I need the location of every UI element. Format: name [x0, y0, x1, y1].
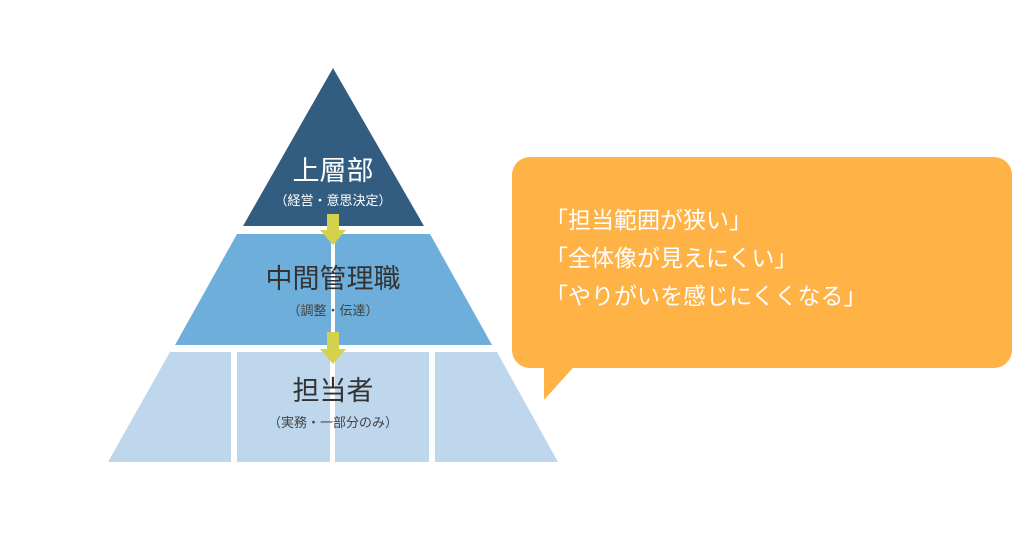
arrow-down-icon [320, 214, 346, 245]
speech-bubble: 「担当範囲が狭い」 「全体像が見えにくい」 「やりがいを感じにくくなる」 [512, 157, 1012, 400]
bottom-column-4 [435, 352, 558, 462]
top-tier-subtitle: （経営・意思決定） [274, 193, 391, 209]
bubble-line-3: 「やりがいを感じにくくなる」 [545, 284, 867, 310]
bottom-column-3 [335, 352, 429, 462]
arrow-down-icon [320, 332, 346, 364]
pyramid-bottom-tier [108, 352, 558, 462]
bottom-column-2 [237, 352, 330, 462]
bottom-column-1 [108, 352, 231, 462]
bottom-tier-subtitle: （実務・一部分のみ） [268, 415, 398, 431]
bottom-tier-title: 担当者 [293, 376, 374, 407]
bubble-line-2: 「全体像が見えにくい」 [545, 246, 798, 272]
bubble-line-1: 「担当範囲が狭い」 [545, 208, 752, 234]
pyramid-top-tier [243, 68, 424, 226]
middle-tier-subtitle: （調整・伝達） [287, 304, 378, 319]
top-tier-title: 上層部 [293, 156, 374, 187]
middle-tier-title: 中間管理職 [266, 264, 401, 295]
